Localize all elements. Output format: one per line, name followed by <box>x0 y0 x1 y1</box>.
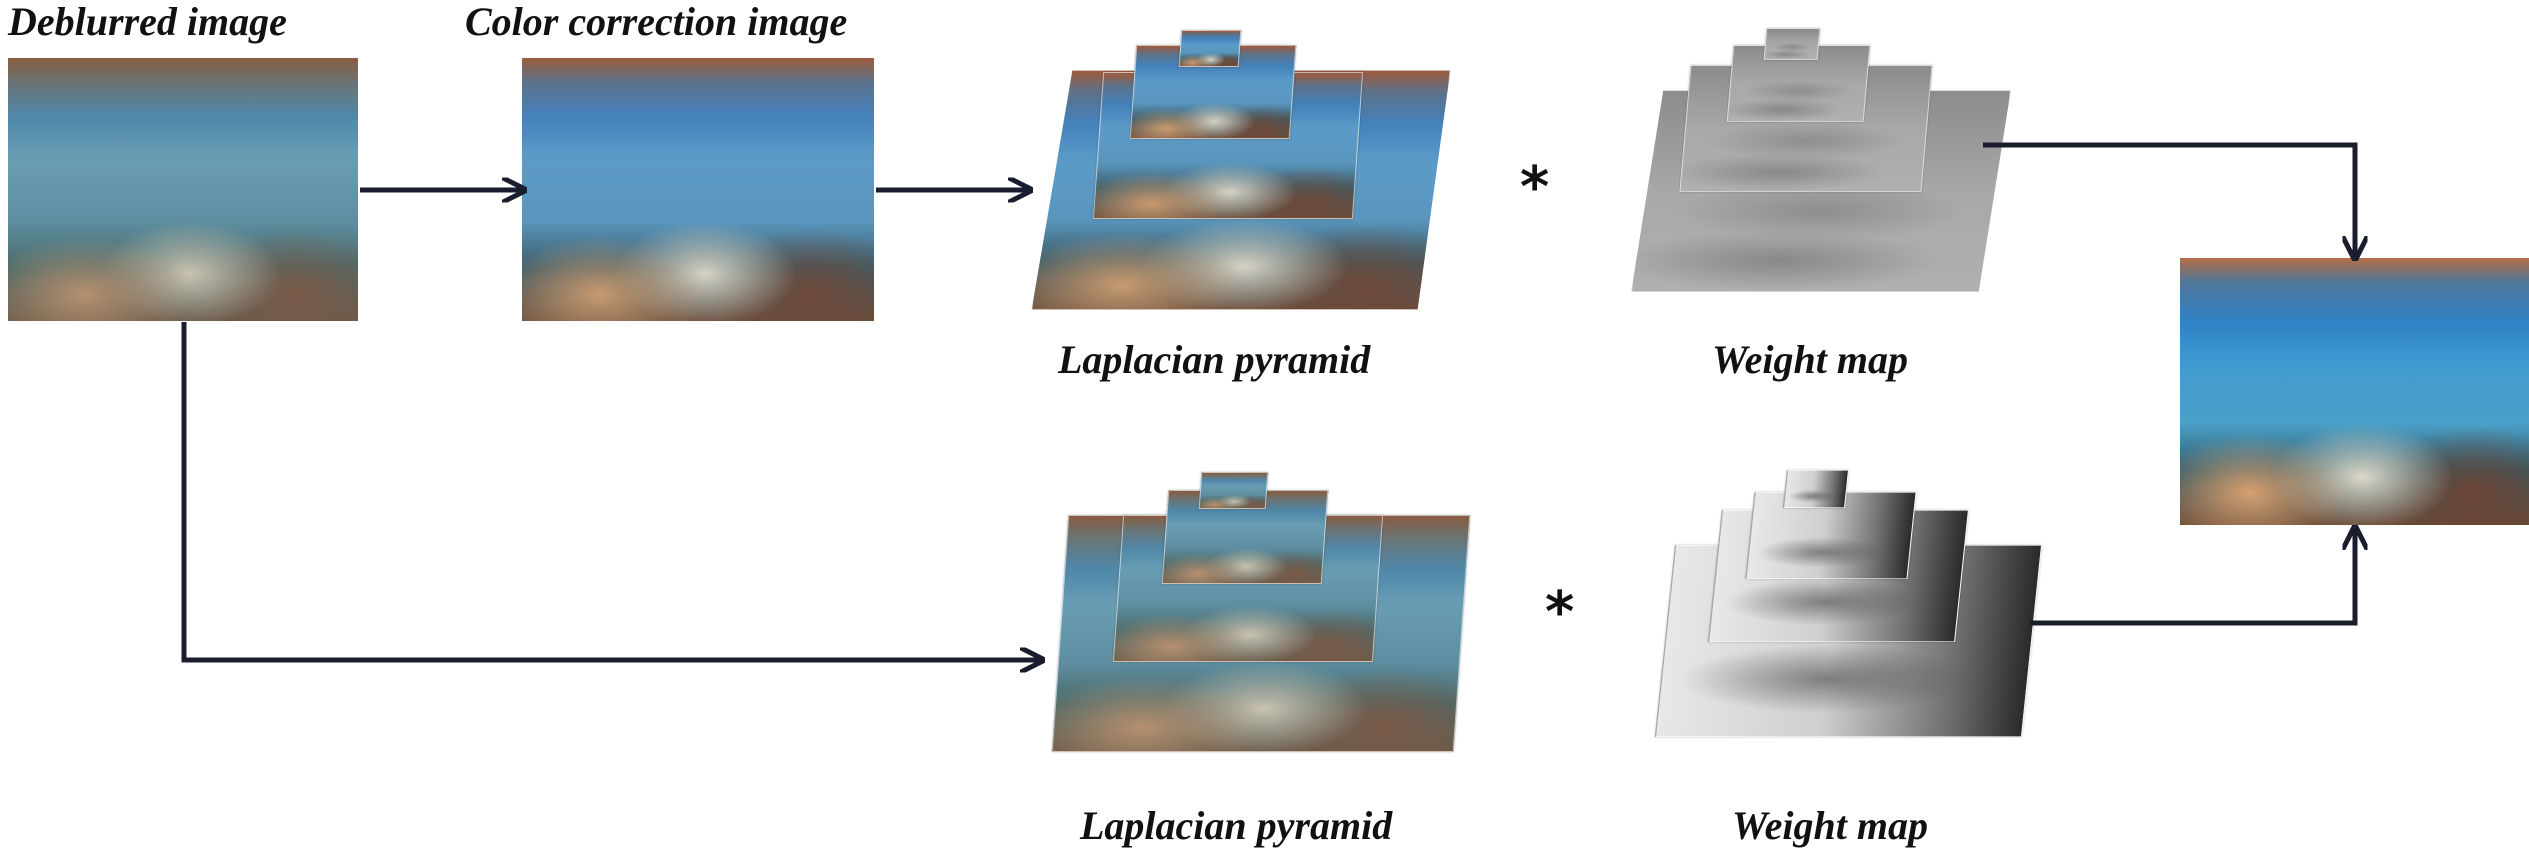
arrow-deblurred-to-pyramid-bottom <box>181 322 1040 660</box>
arrow-weight-top-to-result <box>1983 142 2355 256</box>
color-correction-image-label: Color correction image <box>465 0 848 44</box>
laplacian-pyramid-label-bottom: Laplacian pyramid <box>1080 803 1393 848</box>
weight-map-label-bottom: Weight map <box>1732 803 1928 848</box>
deblurred-image-label: Deblurred image <box>8 0 287 44</box>
weight-map-label-top: Weight map <box>1712 337 1908 382</box>
multiply-operator-bottom: * <box>1545 580 1575 645</box>
fused-result-image <box>2180 258 2529 525</box>
multiply-operator-top: * <box>1520 155 1550 220</box>
laplacian-pyramid-label-top: Laplacian pyramid <box>1058 337 1371 382</box>
color-correction-image <box>522 58 874 321</box>
arrow-weight-bottom-to-result <box>2030 530 2355 626</box>
deblurred-image <box>8 58 358 321</box>
